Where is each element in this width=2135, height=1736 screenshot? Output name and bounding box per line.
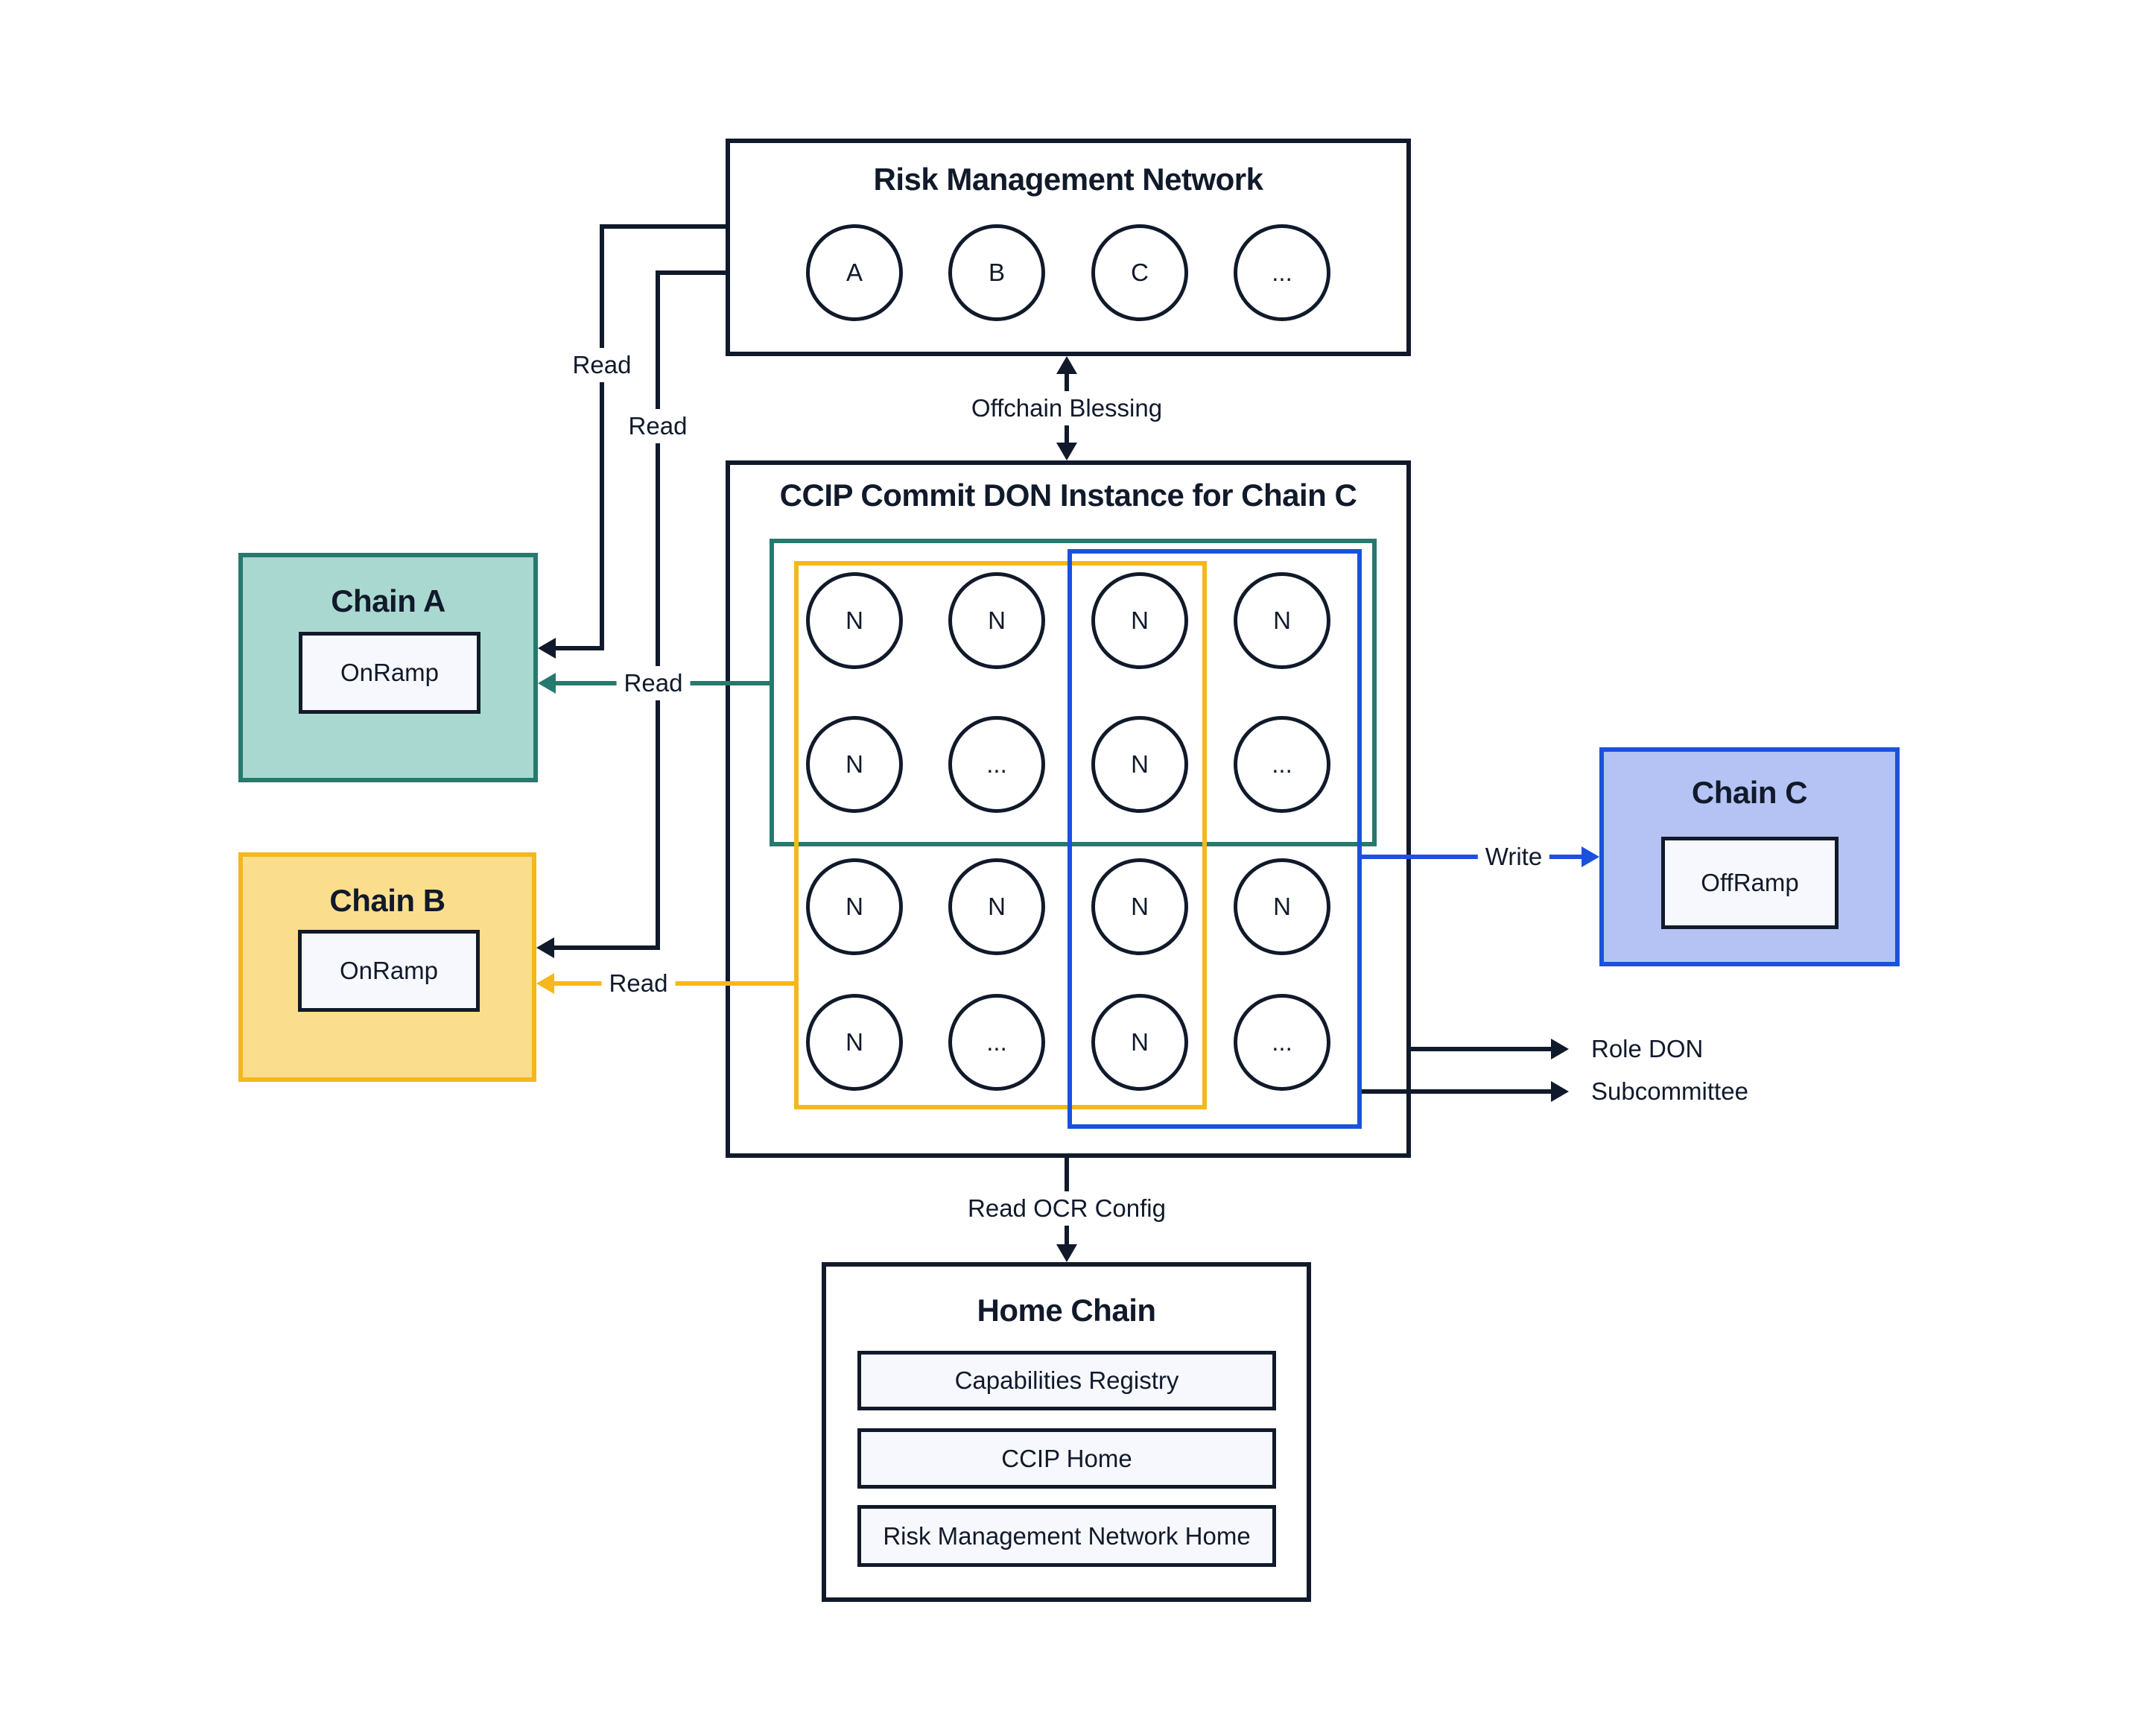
home-chain-box: Home Chain Capabilities Registry CCIP Ho… — [822, 1262, 1311, 1602]
rmn-to-chain-b-line-h1 — [656, 270, 726, 275]
blessing-committee-rect — [770, 539, 1377, 846]
role-don-label: Role DON — [1591, 1035, 1704, 1062]
role-don-arrowhead — [1551, 1039, 1569, 1059]
subcommittee-label: Subcommittee — [1591, 1077, 1748, 1105]
rmn-node-b: B — [948, 224, 1045, 321]
capabilities-registry-label: Capabilities Registry — [954, 1366, 1179, 1394]
write-to-chain-c-arrowhead — [1582, 846, 1599, 867]
subcommittee-line — [1362, 1089, 1552, 1094]
chain-b-onramp-box: OnRamp — [298, 930, 480, 1012]
rmn-node-c: C — [1091, 224, 1188, 321]
don-node-r3c2: N — [948, 858, 1045, 955]
subcommittee-to-chain-b-read-label: Read — [601, 966, 676, 1001]
chain-b-title: Chain B — [329, 883, 445, 918]
risk-management-network-home-label: Risk Management Network Home — [883, 1521, 1251, 1550]
capabilities-registry-box: Capabilities Registry — [857, 1351, 1276, 1410]
offchain-blessing-arrowhead-up — [1056, 356, 1077, 374]
offchain-blessing-label: Offchain Blessing — [963, 391, 1170, 425]
chain-b-subcommittee-rect — [794, 561, 1207, 1109]
don-node-r1c3: N — [1091, 572, 1188, 669]
chain-b-onramp-label: OnRamp — [339, 957, 439, 984]
chain-c-offramp-label: OffRamp — [1701, 869, 1799, 896]
don-node-r3c1: N — [806, 858, 903, 955]
chain-c-offramp-box: OffRamp — [1661, 837, 1839, 929]
don-node-r2c3: N — [1091, 716, 1188, 813]
risk-management-network-box: Risk Management Network A B C ... — [726, 139, 1411, 356]
chain-b-box: Chain B OnRamp — [238, 852, 536, 1082]
ccip-commit-don-title: CCIP Commit DON Instance for Chain C — [779, 478, 1357, 513]
write-label: Write — [1477, 840, 1550, 874]
chain-a-box: Chain A OnRamp — [238, 553, 538, 782]
rmn-to-chain-a-line-h2 — [554, 646, 602, 650]
subcommittee-to-chain-b-line — [554, 981, 799, 986]
subcommittee-to-chain-b-arrowhead — [536, 973, 554, 994]
don-node-r4c4: ... — [1234, 994, 1330, 1091]
ccip-commit-don-box: CCIP Commit DON Instance for Chain C N N… — [726, 460, 1411, 1158]
rmn-to-chain-a-arrowhead — [538, 638, 556, 659]
don-node-r1c4: N — [1234, 572, 1330, 669]
don-node-r2c1: N — [806, 716, 903, 813]
home-chain-title: Home Chain — [977, 1293, 1156, 1328]
committee-to-chain-a-read-label: Read — [616, 666, 691, 700]
offchain-blessing-arrowhead-down — [1056, 443, 1077, 460]
don-node-r1c1: N — [806, 572, 903, 669]
don-node-r2c4: ... — [1234, 716, 1330, 813]
write-to-chain-c-line — [1362, 855, 1582, 859]
chain-a-onramp-box: OnRamp — [299, 632, 480, 714]
chain-a-title: Chain A — [331, 583, 445, 618]
chain-c-subcommittee-rect — [1068, 549, 1362, 1129]
chain-c-title: Chain C — [1691, 775, 1808, 810]
don-node-r1c2: N — [948, 572, 1045, 669]
don-node-r3c4: N — [1234, 858, 1330, 955]
don-node-r3c3: N — [1091, 858, 1188, 955]
rmn-to-chain-b-line-v — [656, 270, 660, 950]
chain-a-onramp-label: OnRamp — [340, 659, 440, 686]
committee-to-chain-a-arrowhead — [538, 673, 556, 694]
risk-management-network-home-box: Risk Management Network Home — [857, 1505, 1276, 1567]
don-node-r2c2: ... — [948, 716, 1045, 813]
read-ocr-config-arrowhead — [1056, 1244, 1077, 1262]
don-node-r4c3: N — [1091, 994, 1188, 1091]
rmn-to-chain-a-line-h1 — [600, 224, 726, 229]
rmn-to-chain-b-line-h2 — [553, 945, 658, 950]
ccip-home-box: CCIP Home — [857, 1428, 1276, 1489]
rmn-to-chain-b-arrowhead — [536, 937, 554, 958]
rmn-node-a: A — [806, 224, 903, 321]
risk-management-network-title: Risk Management Network — [873, 162, 1263, 197]
subcommittee-arrowhead — [1551, 1081, 1569, 1102]
don-node-r4c1: N — [806, 994, 903, 1091]
chain-c-box: Chain C OffRamp — [1599, 747, 1900, 966]
ccip-home-label: CCIP Home — [1001, 1444, 1132, 1472]
rmn-to-chain-a-line-v — [600, 224, 604, 650]
read-ocr-config-label: Read OCR Config — [960, 1191, 1173, 1226]
rmn-to-chain-b-read-label: Read — [621, 409, 695, 443]
rmn-node-ellipsis: ... — [1234, 224, 1330, 321]
don-node-r4c2: ... — [948, 994, 1045, 1091]
role-don-line — [1411, 1047, 1552, 1051]
rmn-to-chain-a-read-label: Read — [565, 348, 639, 382]
